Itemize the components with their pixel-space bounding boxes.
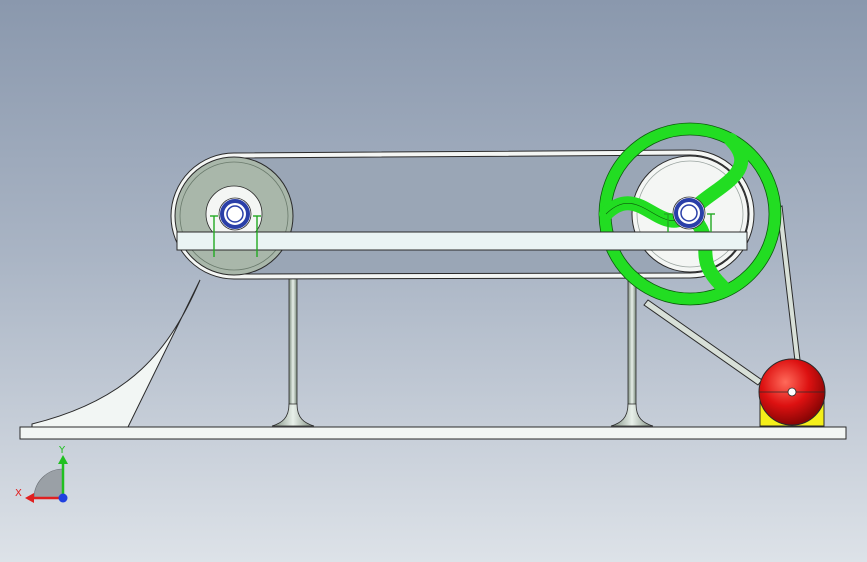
axis-triad: X Y bbox=[15, 445, 68, 503]
x-axis-label: X bbox=[15, 488, 22, 499]
support-ramp[interactable] bbox=[31, 279, 201, 428]
motor-sphere[interactable] bbox=[758, 358, 826, 426]
z-axis-dot bbox=[58, 493, 68, 503]
base-plate[interactable] bbox=[19, 426, 847, 440]
bearing-right[interactable] bbox=[664, 196, 715, 232]
triad-plane bbox=[33, 468, 64, 499]
y-axis-label: Y bbox=[58, 445, 66, 456]
table-plate[interactable] bbox=[176, 231, 748, 251]
bearing-left[interactable] bbox=[210, 197, 261, 257]
y-axis-arrow bbox=[58, 455, 68, 464]
x-axis-arrow bbox=[25, 493, 34, 503]
